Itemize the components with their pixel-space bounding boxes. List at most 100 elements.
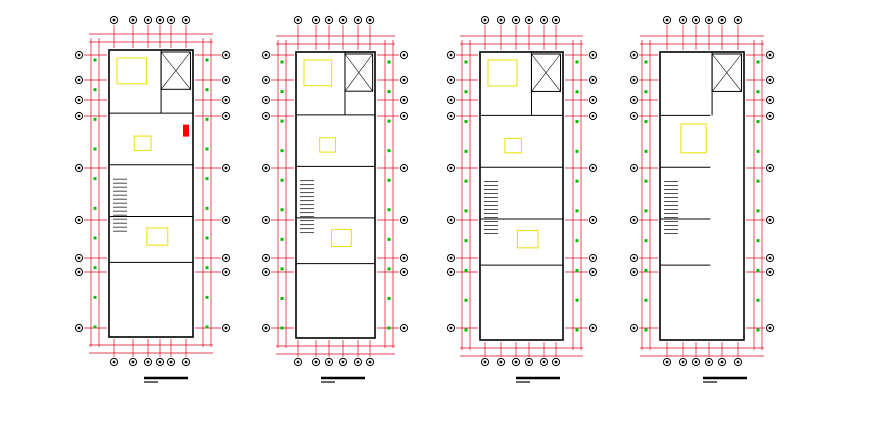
grid-bubble-dot: [591, 218, 595, 222]
grid-bubble-dot: [402, 218, 406, 222]
grid-bubble: [261, 323, 271, 333]
grid-bubble: [143, 357, 153, 367]
grid-bubble: [524, 15, 534, 25]
grid-bubble-dot: [77, 98, 81, 102]
grid-bubble-dot: [632, 53, 636, 57]
grid-bubble-dot: [514, 18, 518, 22]
highlight-block: [183, 124, 189, 137]
grid-bubble-dot: [591, 78, 595, 82]
grid-bubble: [74, 75, 84, 85]
grid-bubble-dot: [264, 218, 268, 222]
grid-bubble-dot: [402, 270, 406, 274]
grid-bubble-dot: [632, 270, 636, 274]
grid-bubble: [446, 267, 456, 277]
marker: [387, 326, 391, 330]
grid-bubble: [691, 357, 701, 367]
grid-bubble: [293, 357, 303, 367]
grid-bubble: [181, 357, 191, 367]
grid-bubble-dot: [402, 256, 406, 260]
grid-bubble: [588, 163, 598, 173]
grid-bubble: [399, 267, 409, 277]
grid-bubble: [765, 163, 775, 173]
grid-bubble-dot: [77, 114, 81, 118]
grid-bubble-dot: [736, 360, 740, 364]
marker: [756, 179, 760, 183]
grid-bubble: [765, 95, 775, 105]
grid-bubble: [551, 357, 561, 367]
grid-bubble: [74, 95, 84, 105]
grid-bubble: [765, 323, 775, 333]
grid-bubble-dot: [449, 270, 453, 274]
marker: [205, 266, 209, 270]
marker: [93, 177, 97, 181]
grid-bubble: [293, 15, 303, 25]
grid-bubble: [765, 111, 775, 121]
grid-bubble-dot: [449, 98, 453, 102]
marker: [93, 117, 97, 121]
floor-plan-ground-floor: [74, 15, 231, 383]
grid-bubble: [588, 95, 598, 105]
grid-bubble: [629, 163, 639, 173]
marker: [205, 325, 209, 329]
marker: [756, 209, 760, 213]
marker: [644, 328, 648, 332]
grid-bubble-dot: [707, 360, 711, 364]
marker: [205, 88, 209, 92]
shaft: [530, 53, 562, 92]
grid-bubble-dot: [224, 53, 228, 57]
grid-bubble-dot: [554, 360, 558, 364]
marker: [644, 179, 648, 183]
marker: [93, 266, 97, 270]
marker: [575, 90, 579, 94]
grid-bubble-dot: [720, 18, 724, 22]
grid-bubble-dot: [402, 53, 406, 57]
grid-bubble-dot: [368, 18, 372, 22]
grid-bubble-dot: [224, 270, 228, 274]
grid-bubble: [446, 253, 456, 263]
marker: [387, 60, 391, 64]
grid-bubble: [181, 15, 191, 25]
grid-bubble: [480, 357, 490, 367]
grid-bubble-dot: [224, 98, 228, 102]
grid-bubble: [446, 50, 456, 60]
marker: [644, 209, 648, 213]
grid-bubble: [765, 50, 775, 60]
marker: [205, 147, 209, 151]
marker: [644, 60, 648, 64]
grid-bubble-dot: [131, 360, 135, 364]
marker: [464, 90, 468, 94]
grid-bubble: [629, 253, 639, 263]
grid-bubble-dot: [296, 18, 300, 22]
grid-bubble-dot: [527, 18, 531, 22]
grid-bubble-dot: [314, 18, 318, 22]
grid-bubble: [765, 75, 775, 85]
marker: [756, 328, 760, 332]
grid-bubble-dot: [768, 218, 772, 222]
grid-bubble-dot: [768, 98, 772, 102]
marker: [575, 328, 579, 332]
grid-bubble: [338, 15, 348, 25]
grid-bubble-dot: [591, 256, 595, 260]
marker: [756, 90, 760, 94]
grid-bubble-dot: [169, 18, 173, 22]
grid-bubble: [496, 357, 506, 367]
marker: [464, 209, 468, 213]
marker: [387, 237, 391, 241]
marker: [387, 178, 391, 182]
grid-bubble: [74, 323, 84, 333]
marker: [93, 206, 97, 210]
grid-bubble: [704, 15, 714, 25]
grid-bubble: [524, 357, 534, 367]
grid-bubble: [221, 50, 231, 60]
grid-bubble: [353, 357, 363, 367]
grid-bubble-dot: [402, 98, 406, 102]
marker: [280, 296, 284, 300]
grid-bubble: [166, 15, 176, 25]
bed: [680, 123, 707, 154]
grid-bubble-dot: [131, 18, 135, 22]
grid-bubble: [662, 357, 672, 367]
grid-bubble-dot: [341, 18, 345, 22]
marker: [93, 295, 97, 299]
grid-bubble: [629, 215, 639, 225]
